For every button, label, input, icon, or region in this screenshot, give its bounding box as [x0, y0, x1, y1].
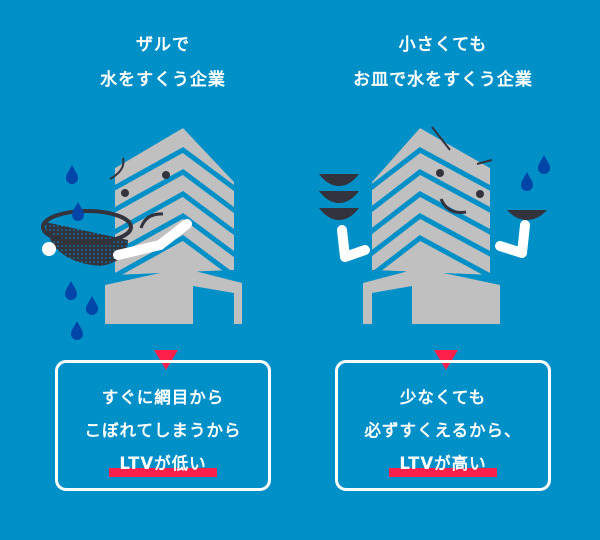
right-face: [431, 126, 493, 214]
left-arm: [113, 219, 192, 260]
right-title-line: お皿で水をすくう企業: [353, 70, 533, 90]
plates-icon: [319, 174, 547, 220]
right-title-line: 小さくても: [398, 35, 488, 55]
eye-icon: [476, 190, 484, 198]
box-line: すぐに網目から: [101, 388, 225, 407]
box-line: こぼれてしまうから: [84, 421, 242, 440]
frown-mouth: [139, 212, 164, 229]
left-title-line: ザルで: [136, 35, 190, 55]
box-line: 必ずすくえるから、: [364, 421, 522, 440]
eye-icon: [436, 169, 444, 177]
ltv-high-highlight: LTVが高い: [389, 447, 497, 480]
ltv-high-label: LTVが高い: [399, 454, 487, 473]
box-line: 少なくても: [399, 388, 487, 407]
left-building: [105, 128, 242, 324]
water-drop-icon: [521, 155, 550, 191]
right-building: [363, 128, 500, 324]
sweat-mark: [109, 157, 125, 180]
smile-mouth: [439, 198, 467, 214]
eye-icon: [162, 171, 170, 179]
right-title: 小さくても お皿で水をすくう企業: [323, 28, 563, 98]
left-face: [109, 157, 170, 229]
ltv-low-label: LTVが低い: [119, 454, 207, 473]
right-result-box: 少なくても 必ずすくえるから、 LTVが高い: [335, 360, 551, 491]
ltv-low-highlight: LTVが低い: [109, 447, 217, 480]
left-title: ザルで 水をすくう企業: [43, 28, 283, 98]
strainer-icon: [41, 209, 133, 266]
right-arm-left: [337, 225, 370, 262]
eye-icon: [121, 189, 129, 197]
right-arm-right: [495, 220, 530, 258]
left-title-line: 水をすくう企業: [100, 70, 226, 90]
left-result-box: すぐに網目から こぼれてしまうから LTVが低い: [55, 360, 271, 491]
